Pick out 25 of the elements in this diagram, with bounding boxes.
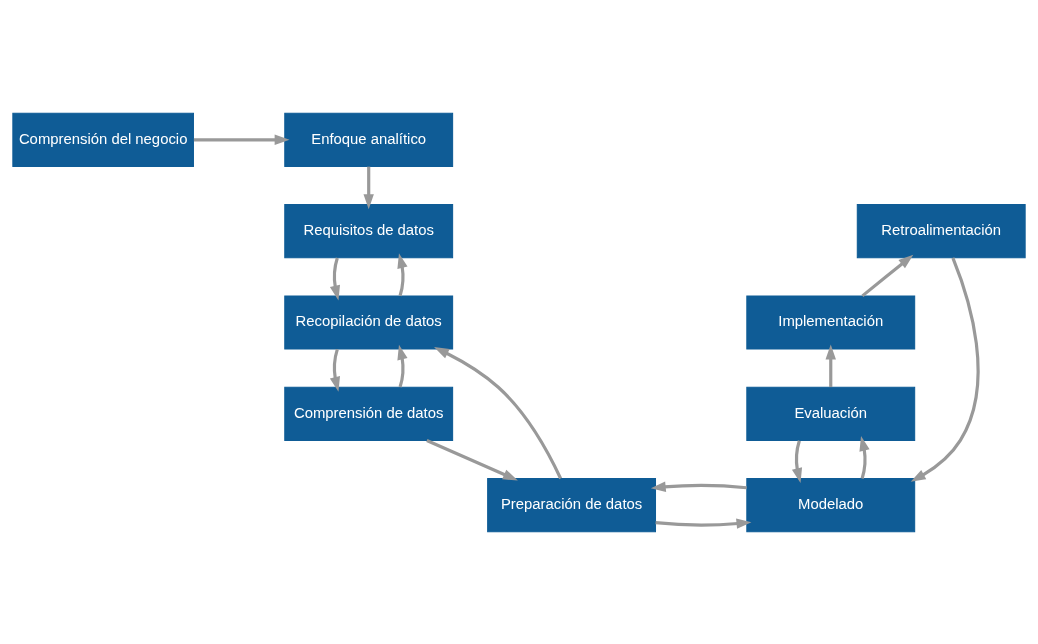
arrow <box>859 435 870 479</box>
arrow <box>650 481 747 492</box>
node-box: Modelado <box>746 477 916 532</box>
node-box: Evaluación <box>746 386 916 441</box>
arrow <box>825 344 836 387</box>
arrow <box>791 439 803 483</box>
arrow <box>910 256 980 482</box>
arrow <box>861 254 914 297</box>
node-box: Recopilación de datos <box>284 294 454 350</box>
arrow <box>434 346 563 479</box>
arrow <box>426 438 518 480</box>
node-box: Implementación <box>746 294 916 350</box>
arrow <box>655 517 752 529</box>
arrow <box>397 344 408 387</box>
arrow <box>329 348 341 392</box>
arrow <box>363 166 374 209</box>
node-box: Retroalimentación <box>856 203 1026 258</box>
node-box: Comprensión de datos <box>284 386 454 441</box>
node-box: Preparación de datos <box>487 477 656 532</box>
arrow <box>397 252 408 296</box>
arrow <box>193 134 290 145</box>
node-box: Enfoque analítico <box>284 112 454 167</box>
node-box: Comprensión del negocio <box>12 112 194 167</box>
node-box: Requisitos de datos <box>284 203 454 258</box>
arrow <box>329 257 341 300</box>
